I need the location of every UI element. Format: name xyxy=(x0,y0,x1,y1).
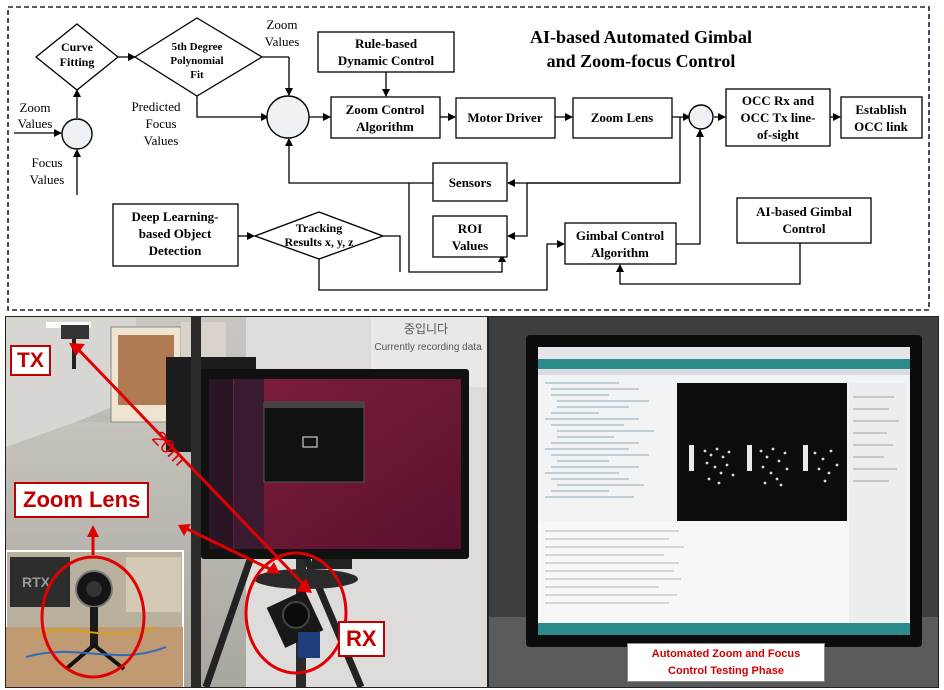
gimbal-control-algorithm-block xyxy=(564,222,677,265)
roi-text-2: Values xyxy=(452,238,488,253)
occ-rx-text-3: of-sight xyxy=(757,127,800,142)
tracking-results-diamond xyxy=(253,211,385,260)
zoom-lens-highlight xyxy=(40,555,146,679)
monitor-photo-drawing xyxy=(489,317,938,687)
diagram-frame xyxy=(7,6,930,311)
rule-based-text-2: Dynamic Control xyxy=(338,53,435,68)
testing-phase-caption: Automated Zoom and Focus Control Testing… xyxy=(627,643,825,682)
predicted-focus-3: Values xyxy=(144,133,179,148)
ai-gimbal-text-2: Control xyxy=(782,221,825,236)
zoom-lens-text: Zoom Lens xyxy=(591,110,653,125)
tx-label: TX xyxy=(10,345,51,376)
sensors-block xyxy=(432,162,508,202)
diagram-title-line1: AI-based Automated Gimbal xyxy=(530,27,752,47)
deep-learning-text-3: Detection xyxy=(149,243,202,258)
zoom-values-left-2: Values xyxy=(18,116,53,131)
zoom-values-top-1: Zoom xyxy=(266,17,297,32)
caption-line-2: Control Testing Phase xyxy=(668,665,784,677)
diagram-title-line2: and Zoom-focus Control xyxy=(547,51,736,71)
curve-fitting-text-2: Fitting xyxy=(60,55,95,69)
caption-line-1: Automated Zoom and Focus xyxy=(651,648,801,660)
motor-driver-block xyxy=(455,97,556,139)
zoom-control-text-2: Algorithm xyxy=(356,119,414,134)
predicted-focus-2: Focus xyxy=(145,116,176,131)
experimental-setup-photo: 중입니다 Currently recording data RTX xyxy=(5,316,488,688)
rule-based-control-block xyxy=(317,31,455,73)
tracking-text-1: Tracking xyxy=(296,221,342,235)
curve-fitting-diamond xyxy=(34,23,120,91)
zoom-control-algorithm-block xyxy=(330,96,441,139)
gimbal-control-text-2: Algorithm xyxy=(591,245,649,260)
establish-text-2: OCC link xyxy=(854,119,909,134)
roi-values-block xyxy=(432,215,508,258)
ai-gimbal-text-1: AI-based Gimbal xyxy=(756,204,852,219)
predicted-focus-1: Predicted xyxy=(131,99,181,114)
sensors-text: Sensors xyxy=(449,175,492,190)
poly-fit-text-3: Fit xyxy=(190,69,204,81)
inset-graphics-card-glyph: RTX xyxy=(22,574,51,590)
motor-driver-text: Motor Driver xyxy=(467,110,542,125)
establish-text-1: Establish xyxy=(855,102,907,117)
summing-junction-center xyxy=(266,95,310,139)
focus-values-left-2: Values xyxy=(30,172,65,187)
gimbal-control-text-1: Gimbal Control xyxy=(576,228,665,243)
ai-gimbal-control-block xyxy=(736,197,872,244)
occ-rx-text-1: OCC Rx and xyxy=(742,93,815,108)
summing-junction-right xyxy=(688,104,714,130)
summing-junction-left xyxy=(61,118,93,150)
zoom-lens-block xyxy=(572,97,673,139)
deep-learning-detection-block xyxy=(112,203,239,267)
deep-learning-text-1: Deep Learning- xyxy=(131,209,218,224)
focus-values-left-1: Focus xyxy=(31,155,62,170)
zoom-lens-label: Zoom Lens xyxy=(14,482,150,518)
rx-camera-highlight xyxy=(244,551,348,675)
zoom-values-top-2: Values xyxy=(265,34,300,49)
roi-text-1: ROI xyxy=(458,221,483,236)
recording-korean-text: 중입니다 xyxy=(404,322,448,336)
rx-label: RX xyxy=(338,621,385,657)
recording-text: Currently recording data xyxy=(374,342,482,353)
block-diagram: AI-based Automated Gimbal and Zoom-focus… xyxy=(7,6,930,311)
testing-monitor-photo: Automated Zoom and Focus Control Testing… xyxy=(488,316,939,688)
zoom-values-left-1: Zoom xyxy=(19,100,50,115)
rule-based-text-1: Rule-based xyxy=(355,36,418,51)
occ-rx-tx-block xyxy=(725,88,831,147)
polynomial-fit-diamond xyxy=(133,17,264,97)
deep-learning-text-2: based Object xyxy=(139,226,212,241)
poly-fit-text-1: 5th Degree xyxy=(172,41,223,53)
curve-fitting-text-1: Curve xyxy=(61,40,94,54)
tracking-text-2: Results x, y, z xyxy=(285,235,355,249)
zoom-control-text-1: Zoom Control xyxy=(346,102,425,117)
poly-fit-text-2: Polynomial xyxy=(170,55,223,67)
establish-occ-link-block xyxy=(840,96,923,139)
occ-rx-text-2: OCC Tx line- xyxy=(741,110,816,125)
